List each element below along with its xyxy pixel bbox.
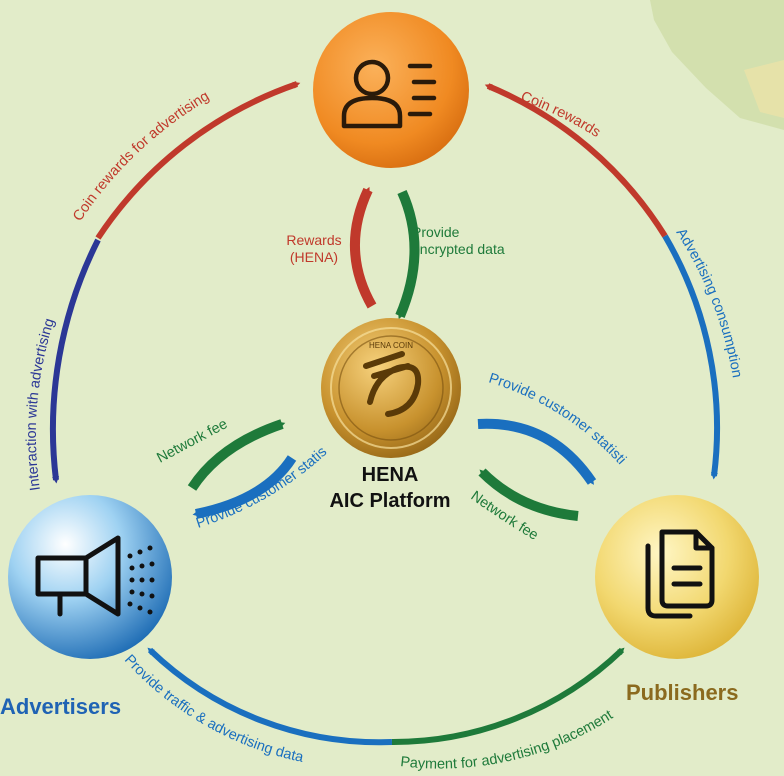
arrow-network-fee-left <box>187 419 286 491</box>
label-rewards-hena: Rewards (HENA) <box>286 232 342 265</box>
arrow-provide-encrypted <box>395 189 420 320</box>
label-coin-rewards: Coin rewards <box>519 89 604 141</box>
coin-text: HENA COIN <box>369 341 413 350</box>
publishers-node <box>595 495 759 659</box>
advertisers-node <box>8 495 172 659</box>
sound-waves-icon <box>127 545 155 615</box>
map-shape <box>650 0 784 130</box>
arrow-payment-placement <box>391 647 625 746</box>
documents-icon <box>645 529 715 619</box>
arrow-provide-traffic <box>147 647 393 746</box>
arrow-interaction-with-advertising <box>49 238 101 484</box>
arrow-coin-rewards <box>484 83 668 238</box>
map-shape <box>744 60 784 118</box>
hena-coin: HENA COIN <box>321 318 461 458</box>
arrow-provide-stats-left <box>192 455 297 519</box>
arrow-provide-stats-right <box>477 418 597 485</box>
publishers-label: Publishers <box>626 680 739 705</box>
platform-label: HENA AIC Platform <box>329 464 451 512</box>
label-provide-traffic: Provide traffic & advertising data <box>121 652 306 766</box>
megaphone-icon <box>35 535 121 617</box>
label-coin-rewards-for-advertising: Coin rewards for advertising <box>70 88 212 224</box>
arrow-rewards-hena <box>350 186 377 309</box>
arrow-network-fee-right <box>478 468 579 521</box>
label-provide-encrypted-data: Provide encrypted data <box>412 224 505 257</box>
user-profile-icon <box>341 59 437 129</box>
advertisers-label: Advertisers <box>0 694 122 719</box>
hena-symbol-icon <box>363 351 422 417</box>
arrow-advertising-consumption <box>662 234 721 480</box>
arrow-coin-rewards-for-advertising <box>95 81 301 240</box>
user-node <box>313 12 469 168</box>
